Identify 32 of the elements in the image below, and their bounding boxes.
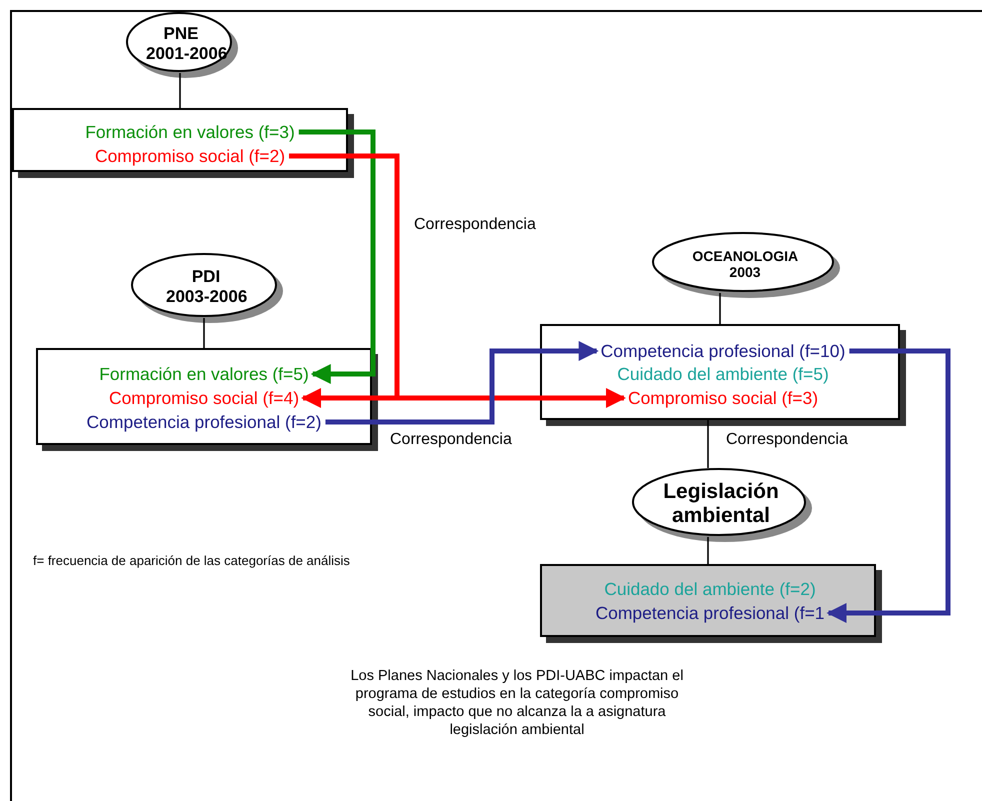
connector-label: Correspondencia: [390, 431, 512, 449]
connector-label: Correspondencia: [414, 216, 536, 234]
category-entry: Compromiso social (f=2): [94, 146, 286, 166]
category-entry: Formación en valores (f=5): [99, 364, 309, 384]
ellipse-node: [126, 12, 236, 76]
caption: Los Planes Nacionales y los PDI-UABC impactan el programa de estudios en la categoría compromiso social, impacto que no alcanza la a asignatura legislación ambiental: [350, 667, 684, 739]
connector-line: [179, 73, 181, 108]
connector-line: [203, 318, 205, 348]
node-title: PDI 2003-2006: [165, 267, 248, 307]
connector-label: Correspondencia: [726, 431, 848, 449]
connector-line: [707, 420, 709, 468]
arrow: [325, 341, 599, 424]
node-title: OCEANOLOGIA 2003: [691, 248, 799, 280]
node-title: PNE 2001-2006: [145, 24, 228, 64]
arrow: [298, 130, 376, 384]
category-entry: Formación en valores (f=3): [85, 122, 295, 142]
category-entry: Competencia profesional (f=10): [600, 341, 846, 361]
category-entry: Competencia profesional (f=2): [86, 412, 322, 432]
ellipse-node: [652, 232, 838, 296]
ellipse-node: [131, 253, 281, 321]
category-entry: Compromiso social (f=3): [628, 388, 818, 408]
ellipse-node: [632, 468, 810, 540]
node-title: Legislación ambiental: [662, 480, 780, 528]
connector-line: [707, 537, 709, 564]
category-entry: Compromiso social (f=4): [108, 388, 300, 408]
category-entry: Cuidado del ambiente (f=5): [617, 364, 829, 384]
connector-line: [719, 293, 721, 324]
category-entry: Competencia profesional (f=1: [595, 603, 825, 623]
footnote: f= frecuencia de aparición de las categorías de análisis: [33, 553, 350, 568]
arrow: [826, 348, 950, 623]
category-entry: Cuidado del ambiente (f=2): [604, 579, 816, 599]
arrow: [289, 154, 626, 408]
